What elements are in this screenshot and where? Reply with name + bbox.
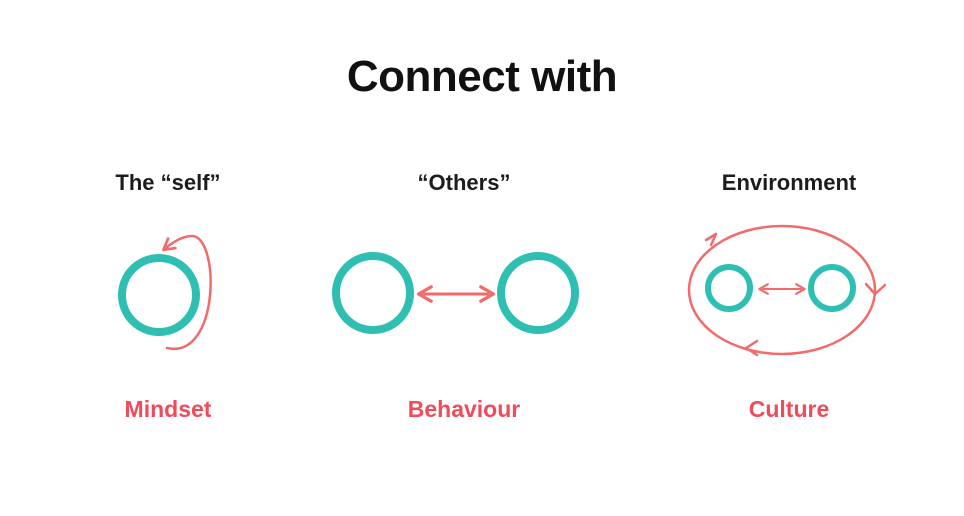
- label-culture: Culture: [748, 396, 830, 422]
- environment-diagram: [687, 224, 887, 357]
- heading-environment: Environment: [721, 170, 857, 195]
- label-mindset: Mindset: [124, 396, 212, 422]
- environment-circle-left: [705, 264, 753, 312]
- page-title: Connect with: [346, 52, 618, 101]
- others-diagram: [332, 252, 579, 334]
- label-behaviour: Behaviour: [407, 396, 521, 422]
- others-circle-right: [497, 252, 579, 334]
- environment-circle-right: [808, 264, 856, 312]
- flow-arrow-bottom: [744, 339, 759, 357]
- self-diagram: [118, 234, 212, 350]
- circular-flow-icon: [687, 224, 877, 356]
- others-circle-left: [332, 252, 414, 334]
- heading-self: The “self”: [115, 170, 221, 195]
- self-circle: [118, 254, 200, 336]
- flow-arrow-top-left: [704, 232, 718, 247]
- heading-others: “Others”: [417, 170, 511, 195]
- self-loop-arrow-icon: [162, 234, 212, 350]
- flow-arrow-right: [864, 282, 887, 296]
